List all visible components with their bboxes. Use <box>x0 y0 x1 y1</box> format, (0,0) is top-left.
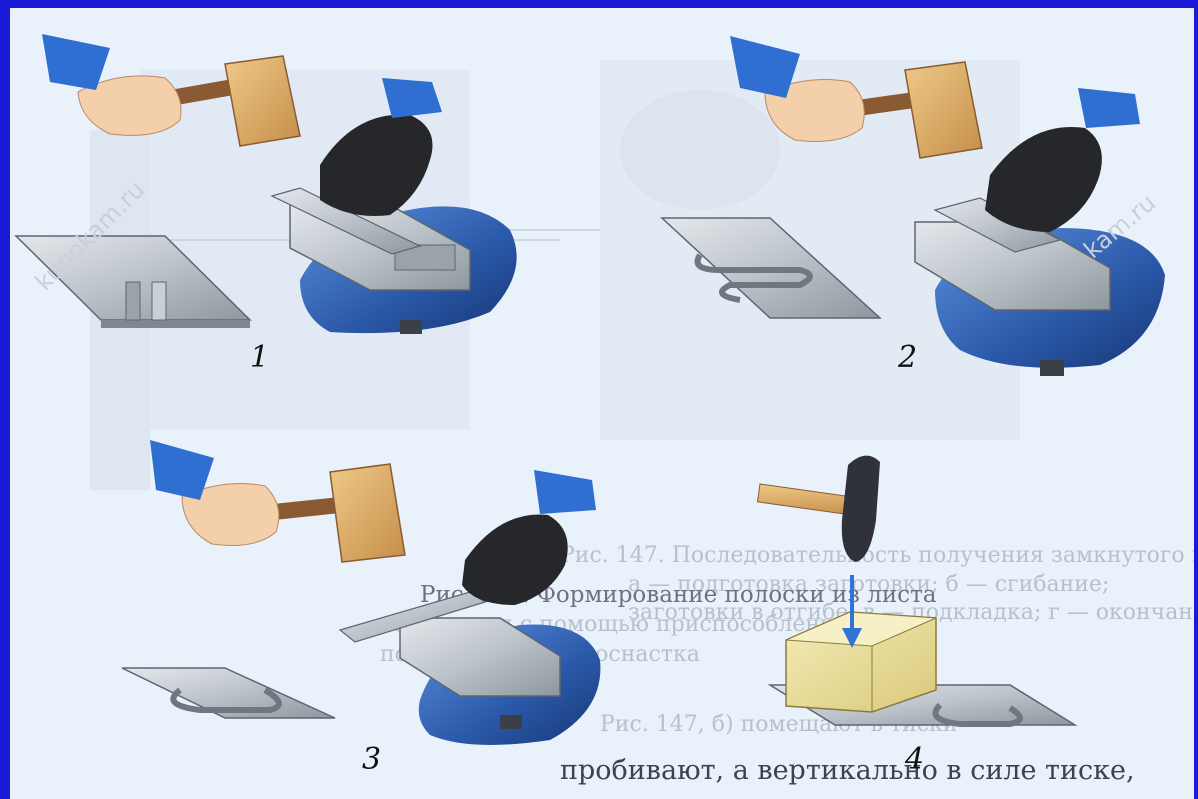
step-label-4: 4 <box>905 742 924 777</box>
bench-vise-3 <box>400 618 600 745</box>
frame-right <box>1194 0 1198 799</box>
frame-top <box>0 0 1198 8</box>
panel-3 <box>122 440 600 745</box>
sheet-metal-workpiece-3 <box>122 668 335 718</box>
hammer-4 <box>757 456 880 562</box>
bench-vise-1 <box>290 205 517 334</box>
ghost-background-figures <box>90 60 1020 490</box>
step-label-1: 1 <box>250 340 269 375</box>
wood-block <box>786 612 936 712</box>
bare-hand-1 <box>42 34 181 135</box>
step-label-2: 2 <box>898 340 917 375</box>
step-label-3: 3 <box>362 742 381 777</box>
panel-4 <box>757 456 1075 725</box>
gloved-hand-3 <box>462 470 596 605</box>
bare-hand-3 <box>150 440 279 546</box>
frame-left <box>0 0 10 799</box>
